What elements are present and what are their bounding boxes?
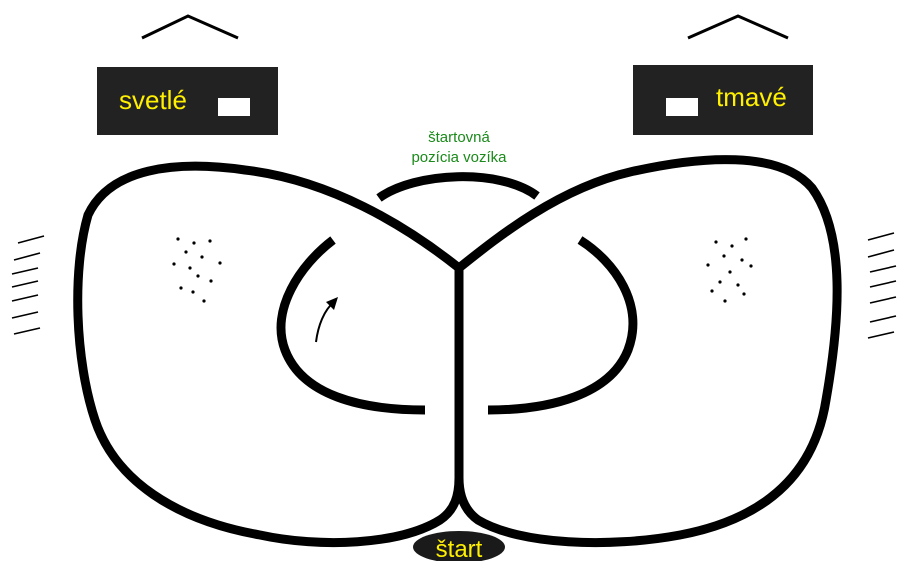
dark-box-label: tmavé	[716, 82, 787, 112]
right-dot-pattern	[706, 237, 753, 303]
dark-box: tmavé	[633, 65, 813, 135]
start-position-label-line1: štartovná	[428, 129, 490, 146]
start-position-label-line2: pozícia vozíka	[411, 149, 507, 166]
start-badge-shape	[413, 531, 505, 561]
light-box-sensor	[218, 98, 250, 116]
left-lamp-chevron-icon	[141, 14, 239, 40]
dark-box-sensor	[666, 98, 698, 116]
dark-box-panel	[633, 65, 813, 135]
light-box: svetlé	[97, 67, 278, 135]
inner-right-arc	[487, 236, 638, 415]
right-hatching	[867, 232, 897, 339]
right-lamp-chevron-icon	[687, 14, 789, 40]
left-hatching	[11, 235, 45, 335]
inner-left-arc	[276, 236, 426, 415]
start-badge-label: štart	[436, 536, 483, 561]
light-box-label: svetlé	[119, 85, 187, 115]
curved-arrow-icon	[315, 297, 338, 343]
left-dot-pattern	[172, 237, 222, 303]
start-position-arc	[376, 172, 540, 202]
start-badge: štart	[413, 531, 505, 561]
